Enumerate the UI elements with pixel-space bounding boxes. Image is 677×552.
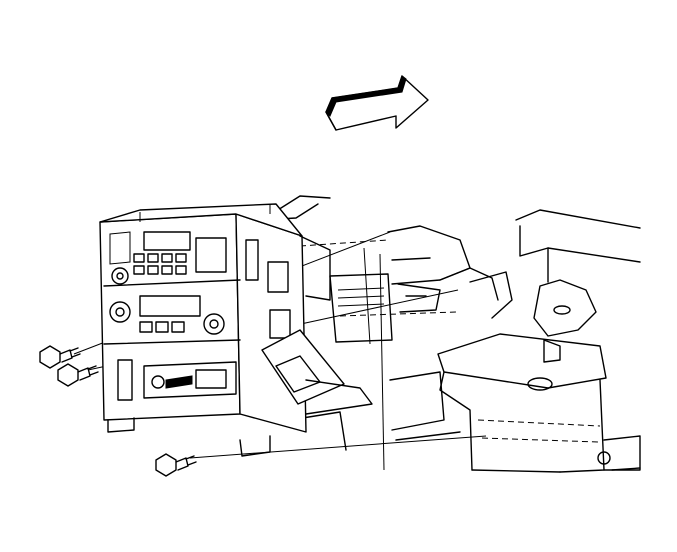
direction-arrow-icon bbox=[325, 75, 429, 131]
bolt-icon bbox=[155, 453, 197, 477]
dash-mounting-structure bbox=[261, 195, 641, 473]
bolt-icon bbox=[39, 345, 81, 369]
bolt-icon bbox=[57, 363, 99, 387]
radio-assembly bbox=[99, 203, 373, 457]
